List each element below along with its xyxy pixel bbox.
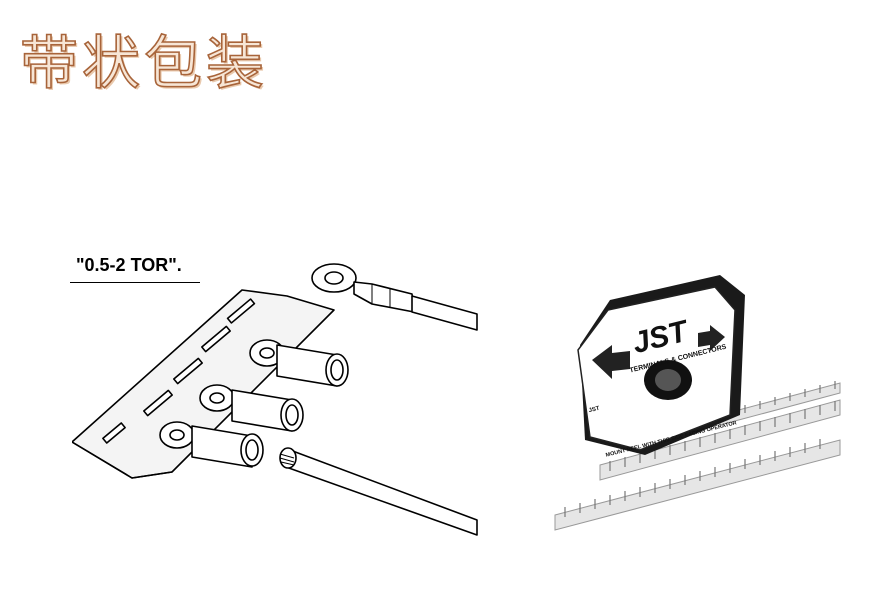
slide-title: 带状包装 (19, 29, 269, 97)
jst-reel-photo: JST TERMINALS & CONNECTORS JST MOUNT REE… (554, 275, 841, 531)
terminal-strip-illustration (72, 263, 478, 536)
part-caption: "0.5-2 TOR". (76, 255, 182, 275)
reel-small-brand: JST (588, 406, 600, 415)
caption-underline (70, 282, 200, 283)
